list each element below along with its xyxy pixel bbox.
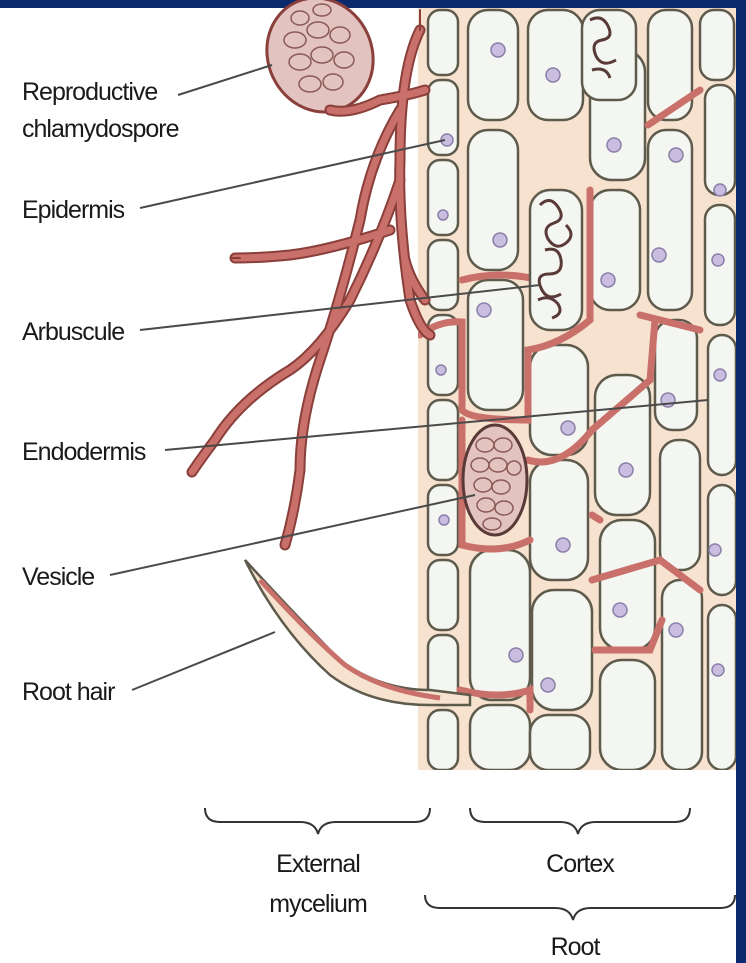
root-tissue xyxy=(418,8,736,770)
vesicle-shape xyxy=(463,425,527,535)
epidermis-cells xyxy=(428,10,458,770)
label-root: Root xyxy=(551,933,601,961)
brace-cortex xyxy=(470,808,690,834)
label-mycelium: mycelium xyxy=(269,890,367,918)
label-chlamydospore: chlamydospore xyxy=(22,115,179,143)
label-vesicle: Vesicle xyxy=(22,563,94,591)
label-cortex: Cortex xyxy=(546,850,615,878)
brace-external-mycelium xyxy=(205,808,430,834)
bottom-labels: External mycelium Cortex Root xyxy=(269,850,615,961)
brace-root xyxy=(425,895,735,920)
labels: Reproductive chlamydospore Epidermis Arb… xyxy=(22,78,179,706)
label-reproductive: Reproductive xyxy=(22,78,157,106)
label-epidermis: Epidermis xyxy=(22,196,125,224)
label-external: External xyxy=(276,850,360,878)
label-root-hair: Root hair xyxy=(22,678,115,706)
label-endodermis: Endodermis xyxy=(22,438,146,466)
label-arbuscule: Arbuscule xyxy=(22,318,124,346)
